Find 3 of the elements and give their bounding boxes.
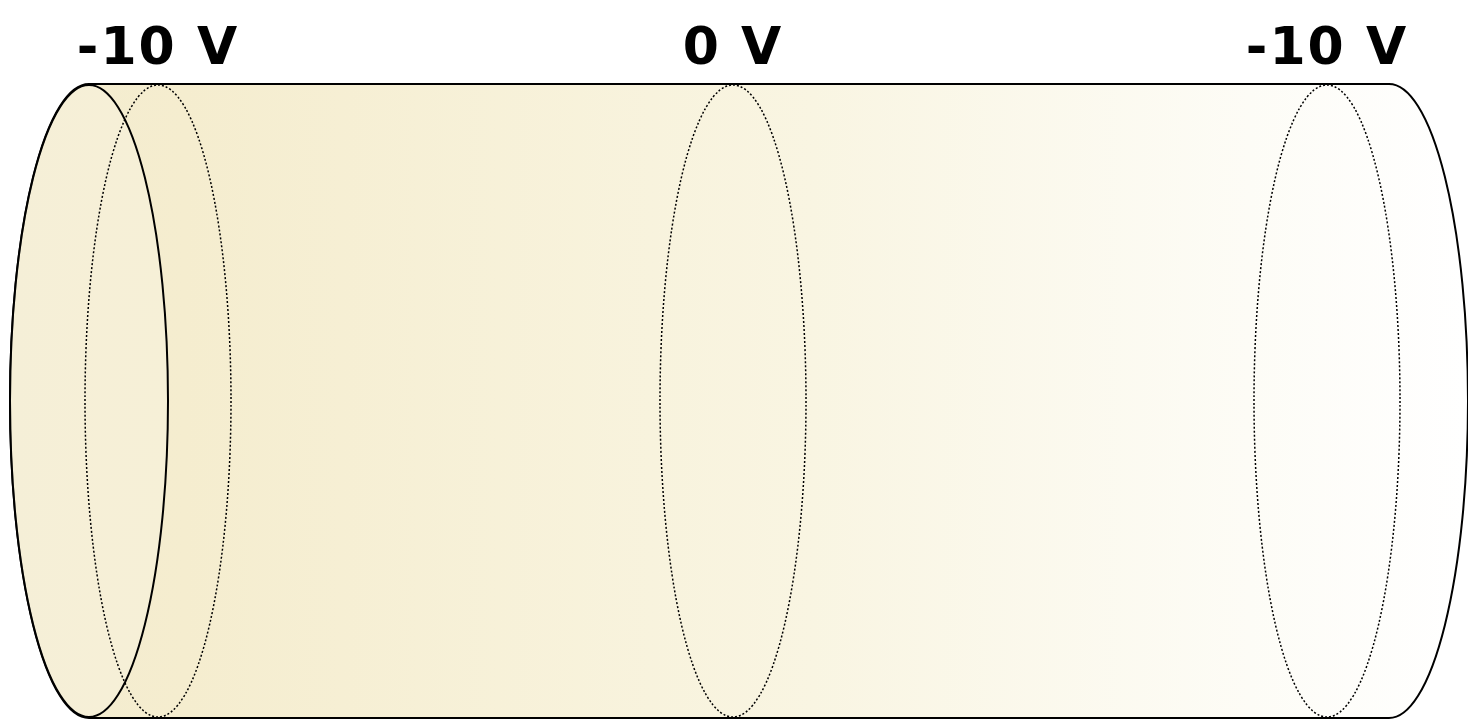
voltage-label: -10 V <box>76 20 240 72</box>
voltage-label: 0 V <box>682 20 784 72</box>
voltage-label: -10 V <box>1245 20 1409 72</box>
